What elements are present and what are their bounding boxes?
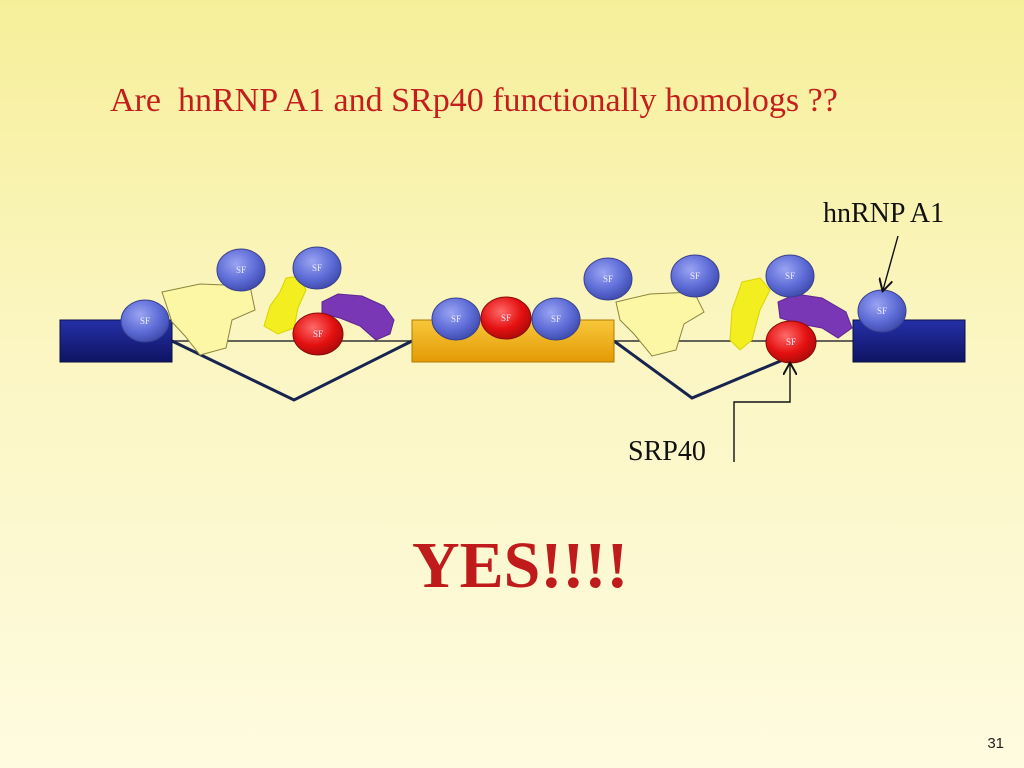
sf-label: SF — [877, 306, 887, 316]
sf-factor: SF — [431, 297, 481, 341]
purple-factor-left — [321, 293, 395, 341]
sf-factor: SF — [670, 254, 720, 298]
sf-label: SF — [451, 314, 461, 324]
pale-factor-right — [615, 291, 705, 357]
sf-factor: SF — [765, 254, 815, 298]
sf-label: SF — [690, 271, 700, 281]
sf-label: SF — [785, 271, 795, 281]
slide-title: Are hnRNP A1 and SRp40 functionally homo… — [110, 82, 838, 119]
sf-factor: SF — [531, 297, 581, 341]
sf-label: SF — [236, 265, 246, 275]
sf-label: SF — [313, 329, 323, 339]
yellow-factor-right — [729, 277, 771, 351]
sf-factor-srp40: SF — [765, 320, 817, 364]
sf-label: SF — [501, 313, 511, 323]
sf-label: SF — [312, 263, 322, 273]
sf-factor: SF — [120, 299, 170, 343]
sf-label: SF — [603, 274, 613, 284]
sf-factor-red: SF — [292, 312, 344, 356]
sf-factor-hnrnp-a1: SF — [857, 289, 907, 333]
srp40-arrow — [733, 364, 790, 462]
page-number: 31 — [987, 735, 1004, 752]
sf-factor-red: SF — [480, 296, 532, 340]
hnrnp-a1-label: hnRNP A1 — [823, 198, 945, 229]
sf-factor: SF — [292, 246, 342, 290]
sf-label: SF — [551, 314, 561, 324]
answer-text: YES!!!! — [412, 529, 629, 602]
sf-label: SF — [140, 316, 150, 326]
sf-label: SF — [786, 337, 796, 347]
sf-factor: SF — [216, 248, 266, 292]
intron-path-left — [171, 339, 413, 402]
sf-factor: SF — [583, 257, 633, 301]
intron-path-right — [613, 339, 791, 400]
srp40-label: SRP40 — [628, 436, 706, 467]
hnrnp-a1-arrow — [883, 235, 899, 290]
